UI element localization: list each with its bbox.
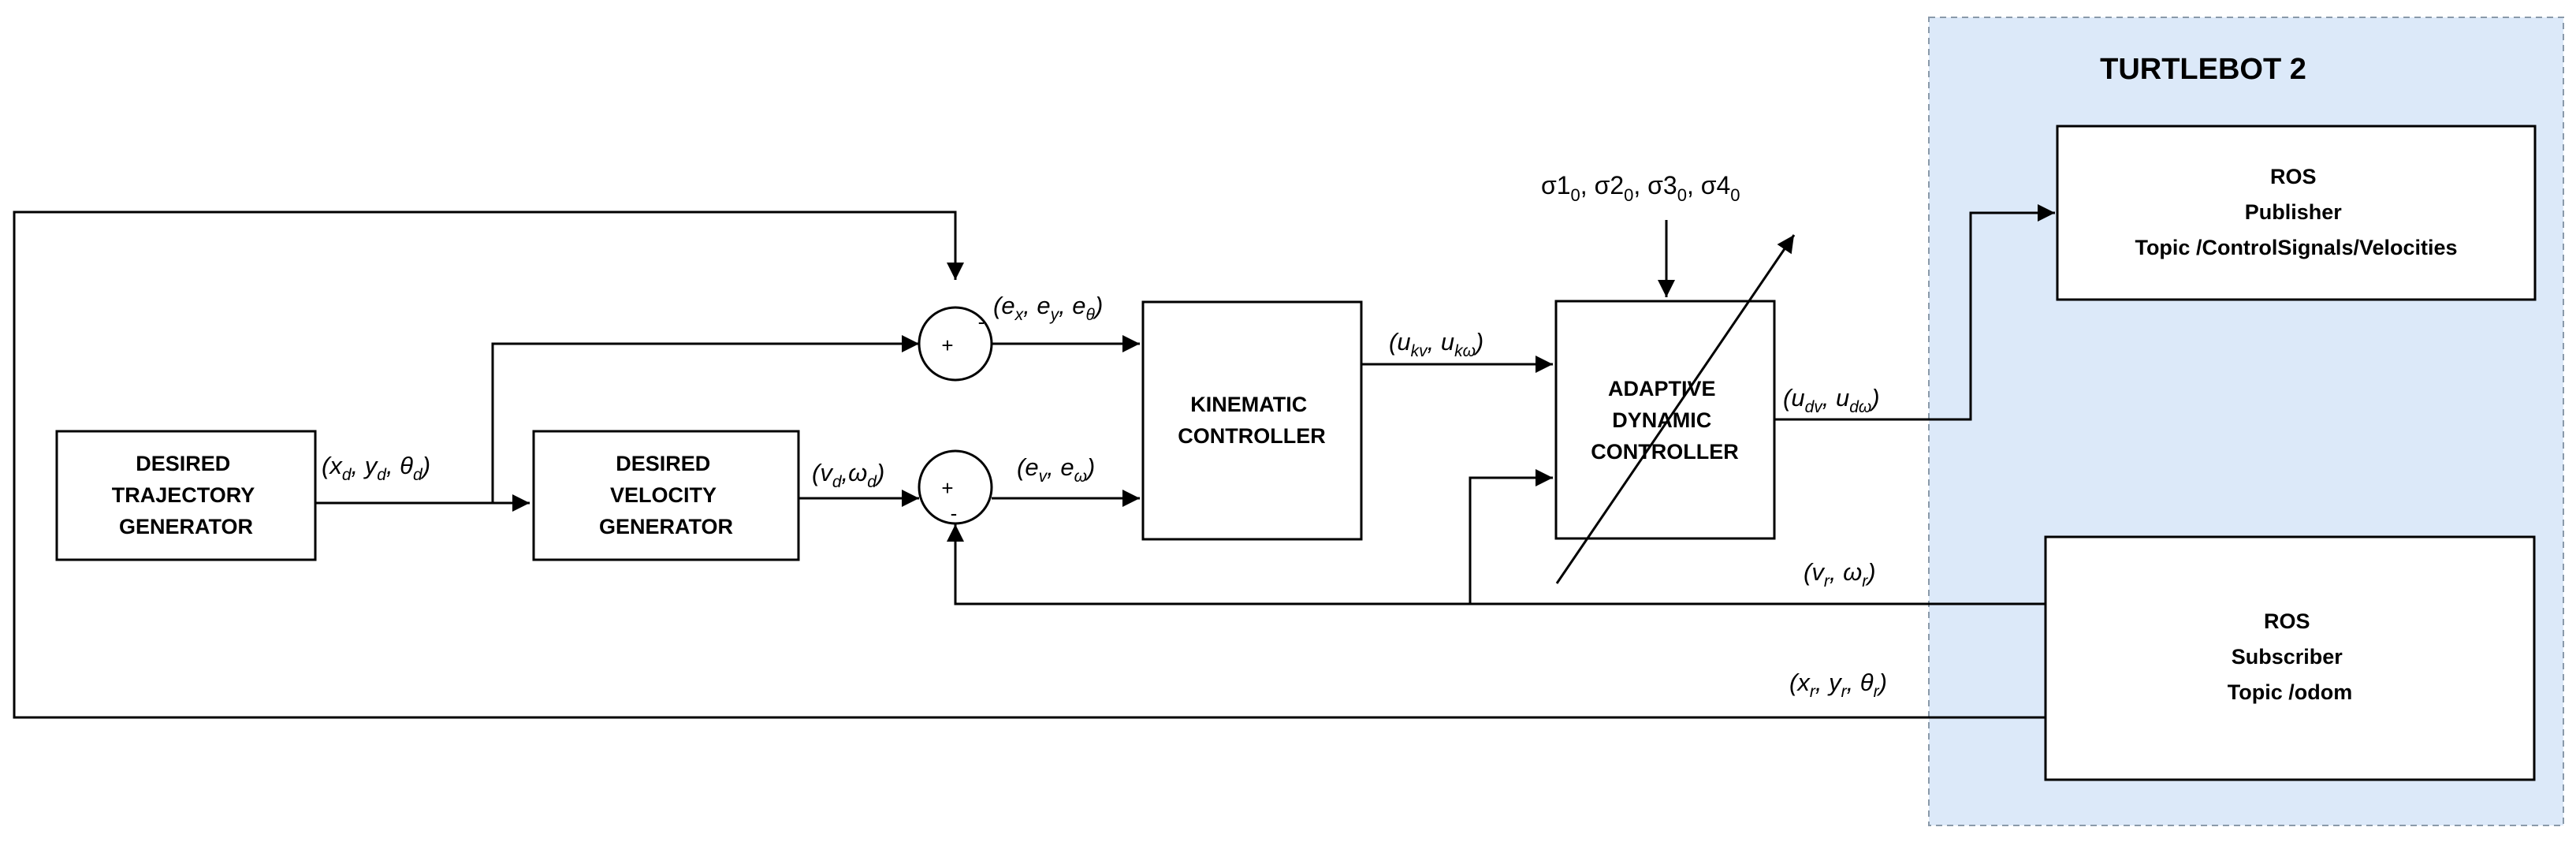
ros-subscriber-label: ROS Subscriber Topic /odom — [2228, 609, 2352, 704]
ros-publisher-block — [2056, 125, 2537, 301]
desired-pose-label: (xd, yd, θd) — [322, 452, 430, 484]
connectors — [13, 204, 2055, 719]
ros-publisher-label: ROS Publisher Topic /ControlSignals/Velo… — [2135, 165, 2457, 259]
adaptive-dynamic-controller-block — [1554, 300, 1776, 540]
pose-sum-plus-sign: + — [941, 333, 953, 357]
kinematic-output-label: (ukv, ukω) — [1389, 328, 1483, 360]
robot-velocity-label: (vr, ωr) — [1804, 558, 1876, 591]
arrow-robot-velocity-to-sum — [947, 524, 2046, 605]
arrow-adaptive-to-publisher — [1774, 204, 2055, 421]
pose-error-label: (ex, ey, eθ) — [993, 292, 1103, 324]
ros-subscriber-block — [2044, 535, 2536, 781]
pose-summing-junction: + - — [918, 306, 993, 382]
desired-trajectory-label: DESIRED TRAJECTORY GENERATOR — [112, 452, 261, 538]
adaptation-arrow-icon — [1555, 234, 1796, 584]
velocity-sum-plus-sign: + — [941, 476, 953, 500]
dynamic-output-label: (udv, udω) — [1783, 384, 1880, 416]
desired-velocity-label: DESIRED VELOCITY GENERATOR — [599, 452, 733, 538]
robot-pose-label: (xr, yr, θr) — [1789, 669, 1887, 701]
turtlebot-title: TURTLEBOT 2 — [2100, 53, 2306, 86]
kinematic-controller-block — [1141, 300, 1363, 541]
desired-velocity-signal-label: (vd,ωd) — [812, 459, 884, 491]
arrow-robot-velocity-to-adaptive — [1469, 469, 1553, 604]
desired-velocity-block — [532, 430, 800, 561]
arrow-desired-pose-to-sum — [491, 335, 919, 503]
desired-trajectory-block — [55, 430, 317, 561]
kinematic-controller-label: KINEMATIC CONTROLLER — [1178, 393, 1325, 448]
velocity-summing-junction: + - — [918, 449, 993, 525]
velocity-error-label: (ev, eω) — [1017, 453, 1095, 486]
pose-sum-minus-sign: - — [978, 310, 985, 333]
adaptive-parameters-label: σ10, σ20, σ30, σ40 — [1541, 171, 1740, 205]
arrow-robot-pose-to-sum — [13, 210, 2046, 719]
adaptive-dynamic-controller-label: ADAPTIVE DYNAMIC CONTROLLER — [1591, 377, 1738, 464]
velocity-sum-minus-sign: - — [951, 501, 958, 525]
